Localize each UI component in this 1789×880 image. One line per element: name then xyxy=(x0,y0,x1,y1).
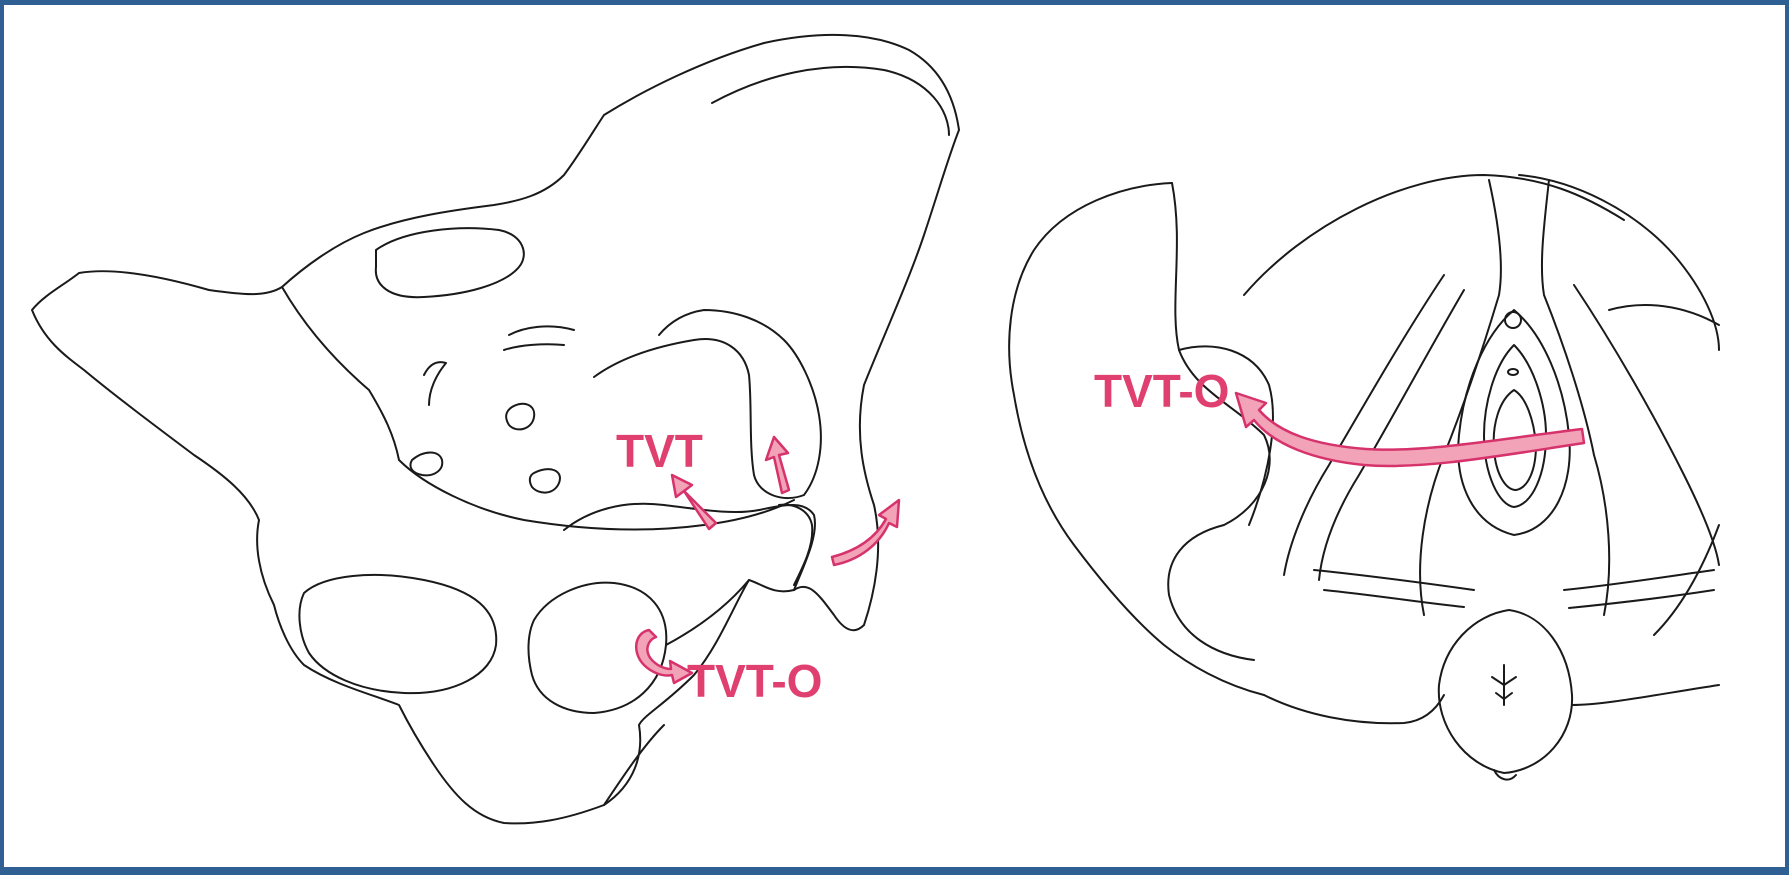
pelvis-tvt-label: TVT xyxy=(616,425,703,477)
ischiocavernosus-left-2 xyxy=(1319,290,1464,580)
sacral-foramen-3 xyxy=(530,469,560,492)
symphysis xyxy=(779,505,812,585)
sacral-foramen-2 xyxy=(506,404,534,430)
right-side-contour xyxy=(1519,175,1719,350)
labium-majus-right xyxy=(1542,180,1609,615)
ischiocavernosus-left xyxy=(1284,275,1444,575)
right-buttock xyxy=(1609,305,1719,325)
transverse-perineal-right xyxy=(1564,570,1714,590)
retropubic-path-arrow xyxy=(672,475,716,529)
inferior-ramus xyxy=(604,725,664,805)
transverse-perineal-left xyxy=(1314,570,1474,590)
anus xyxy=(1492,665,1516,705)
transobturator-tape-arrow xyxy=(1236,393,1584,466)
perineal-body xyxy=(1439,610,1572,773)
sacral-ridge-3 xyxy=(504,344,564,350)
sacral-ridge-2 xyxy=(509,326,574,335)
transverse-perineal-right-2 xyxy=(1569,590,1714,608)
ischiocavernosus-right xyxy=(1574,285,1719,565)
labia-outer-ring xyxy=(1458,310,1570,535)
urethral-meatus xyxy=(1508,369,1518,375)
mons-contour xyxy=(1244,175,1624,295)
sacral-ala xyxy=(376,228,524,297)
right-thigh-lower xyxy=(1572,685,1719,705)
iliac-crest xyxy=(712,67,949,135)
pubic-body xyxy=(564,504,815,590)
perineum-tvt-o-label: TVT-O xyxy=(1094,365,1229,417)
sacral-foramen-1 xyxy=(410,453,442,476)
obturator-foramen-left xyxy=(299,575,496,693)
ischial-ramus xyxy=(666,580,749,645)
left-thigh-lower xyxy=(1264,695,1444,723)
pelvis-tvt-o-label: TVT-O xyxy=(687,655,822,707)
right-inner-curve xyxy=(1654,525,1719,635)
retropubic-path-arrow-3 xyxy=(832,500,899,565)
transverse-perineal-left-2 xyxy=(1324,590,1464,607)
sacrum-edge xyxy=(282,287,794,530)
sacral-ridge-1 xyxy=(424,362,446,405)
anatomy-figure: TVT TVT-O xyxy=(4,5,1789,880)
clitoris xyxy=(1505,312,1521,328)
retropubic-path-arrow-2 xyxy=(766,437,789,493)
left-thigh-contour xyxy=(1009,183,1264,695)
pelvis-side-view: TVT TVT-O xyxy=(32,35,959,823)
perineum-front-view: TVT-O xyxy=(1009,175,1719,780)
